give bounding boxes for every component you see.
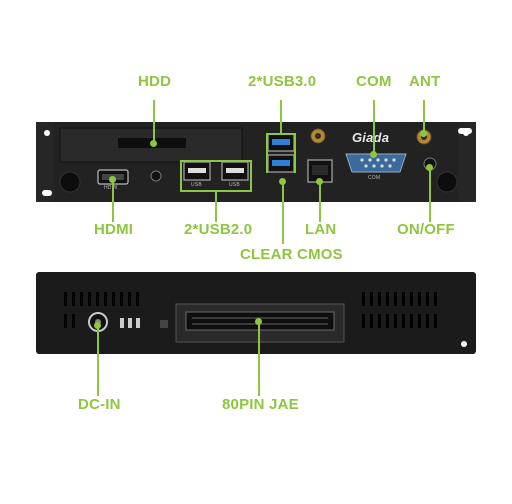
rear-screw	[461, 341, 467, 347]
mount-slot	[42, 190, 52, 196]
hdmi-leader	[112, 180, 114, 222]
usb30-bracket-side2	[294, 133, 296, 173]
ant-dot	[420, 130, 427, 137]
com-leader	[373, 100, 375, 155]
dip-switch	[136, 318, 140, 328]
hdmi-marking: HDMI	[104, 185, 118, 191]
front-left-ear	[36, 122, 54, 202]
usb-marking-right: USB	[229, 182, 240, 188]
ant-leader	[423, 100, 425, 132]
com-marking: COM	[368, 175, 381, 181]
ant-label: ANT	[409, 73, 441, 90]
dip-switch	[120, 318, 124, 328]
clear-cmos-leader	[282, 182, 284, 244]
onoff-dot	[426, 164, 433, 171]
lan-label: LAN	[305, 221, 337, 238]
com-label: COM	[356, 73, 392, 90]
usb20-bracket-top	[180, 160, 252, 162]
rear-vent-left	[64, 292, 139, 328]
usb20-leader	[215, 190, 217, 222]
usb20-bracket-left	[180, 160, 182, 192]
dcin-dot	[94, 322, 101, 329]
clear-cmos-label: CLEAR CMOS	[240, 246, 343, 263]
hdmi-dot	[109, 176, 116, 183]
hdd-label: HDD	[138, 73, 172, 90]
usb-marking-left: USB	[191, 182, 202, 188]
audio-jack	[150, 170, 162, 182]
jae-label: 80PIN JAE	[222, 396, 299, 413]
foot-right	[436, 171, 458, 193]
hdmi-label: HDMI	[94, 221, 134, 238]
jae-leader	[258, 322, 260, 396]
onoff-leader	[429, 168, 431, 222]
usb20-bracket-right	[250, 160, 252, 192]
clear-cmos-dot	[279, 178, 286, 185]
usb30-leader	[280, 100, 282, 134]
mount-slot	[458, 128, 472, 134]
hdd-dot	[150, 140, 157, 147]
onoff-label: ON/OFF	[397, 221, 455, 238]
foot-left	[59, 171, 81, 193]
front-right-ear	[458, 122, 476, 202]
com-dot	[370, 151, 377, 158]
lan-dot	[316, 178, 323, 185]
usb30-bracket	[266, 133, 296, 135]
lan-leader	[319, 182, 321, 222]
screw-hole	[44, 130, 50, 136]
com-port	[345, 153, 407, 173]
rear-vent-right	[362, 292, 437, 328]
jae-dot	[255, 318, 262, 325]
brand-logo: Giada	[352, 130, 390, 145]
dcin-label: DC-IN	[78, 396, 121, 413]
dcin-leader	[97, 326, 99, 396]
usb20-label: 2*USB2.0	[184, 221, 253, 238]
hdd-leader	[153, 100, 155, 144]
usb30-bracket-side	[266, 133, 268, 173]
dip-switch	[128, 318, 132, 328]
small-jumper	[160, 320, 168, 328]
usb30-label: 2*USB3.0	[248, 73, 317, 90]
